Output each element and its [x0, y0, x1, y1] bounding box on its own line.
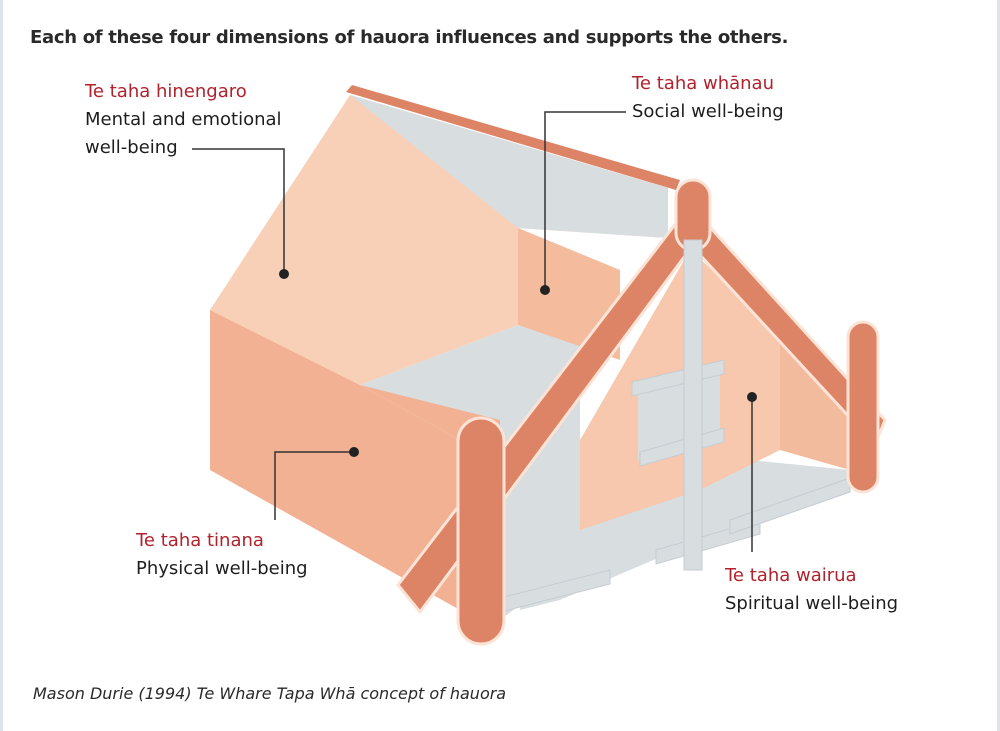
ridge-beam: [346, 85, 680, 190]
label-te-taha-hinengaro: Te taha hinengaro Mental and emotional w…: [85, 78, 282, 162]
wairua-english-label: Spiritual well-being: [725, 593, 899, 614]
whanau-maori-label: Te taha whānau: [632, 73, 774, 94]
side-wall: [210, 310, 460, 610]
marker-whanau: [540, 285, 550, 295]
tinana-english-label: Physical well-being: [136, 558, 308, 579]
tinana-maori-label: Te taha tinana: [136, 530, 264, 551]
left-front-post: [456, 416, 506, 646]
hinengaro-english-line2: well-being: [85, 137, 178, 158]
figure-caption: Mason Durie (1994) Te Whare Tapa Whā con…: [33, 684, 507, 703]
leader-tinana: [274, 451, 354, 520]
marker-hinengaro: [279, 269, 289, 279]
marker-tinana: [349, 447, 359, 457]
label-te-taha-tinana: Te taha tinana Physical well-being: [136, 527, 308, 583]
porch-floor-edge: [729, 477, 851, 535]
marker-wairua: [747, 392, 757, 402]
front-gable-right: [780, 330, 850, 470]
label-te-taha-wairua: Te taha wairua Spiritual well-being: [725, 562, 898, 618]
diagram-heading: Each of these four dimensions of hauora …: [30, 27, 789, 48]
leader-hinengaro: [192, 148, 285, 274]
wairua-maori-label: Te taha wairua: [725, 565, 857, 586]
whanau-english-label: Social well-being: [632, 101, 784, 122]
hinengaro-english-line1: Mental and emotional: [85, 109, 282, 130]
hinengaro-maori-label: Te taha hinengaro: [85, 81, 247, 102]
label-te-taha-whanau: Te taha whānau Social well-being: [632, 70, 784, 126]
center-post: [683, 239, 703, 571]
leader-whanau: [544, 111, 626, 290]
roof-underside: [350, 95, 668, 238]
interior-floor: [360, 325, 580, 440]
right-front-post: [846, 320, 880, 494]
